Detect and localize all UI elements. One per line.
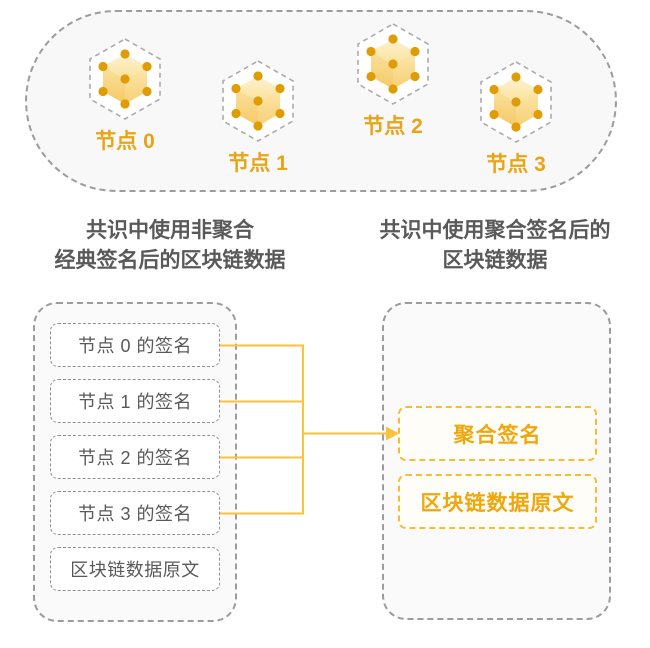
signature-item-node1: 节点 1 的签名 [50,379,220,423]
node-cube-icon [357,23,429,105]
signature-item-node0: 节点 0 的签名 [50,323,220,367]
left-panel-title: 共识中使用非聚合 经典签名后的区块链数据 [20,216,320,276]
node-label: 节点 3 [486,153,546,176]
blockchain-data-item: 区块链数据原文 [50,547,220,591]
blockchain-node-0: 节点 0 [83,37,167,154]
right-panel-title-line1: 共识中使用聚合签名后的 [379,219,611,242]
aggregate-signature-item: 聚合签名 [398,406,597,461]
blockchain-node-1: 节点 1 [216,59,300,176]
node-cube-icon [222,60,294,142]
blockchain-data-item-gold: 区块链数据原文 [398,474,597,529]
aggregate-signature-panel [382,302,611,620]
signature-item-node3: 节点 3 的签名 [50,491,220,535]
left-panel-title-line2: 经典签名后的区块链数据 [54,249,286,272]
node-label: 节点 2 [363,115,423,138]
left-panel-title-line1: 共识中使用非聚合 [86,219,254,242]
right-panel-title: 共识中使用聚合签名后的 区块链数据 [350,216,640,276]
blockchain-node-3: 节点 3 [474,60,558,177]
blockchain-node-2: 节点 2 [351,22,435,139]
node-cube-icon [480,61,552,143]
signature-item-node2: 节点 2 的签名 [50,435,220,479]
node-label: 节点 1 [228,152,288,175]
node-label: 节点 0 [95,130,155,153]
node-cube-icon [89,38,161,120]
right-panel-title-line2: 区块链数据 [442,249,548,272]
